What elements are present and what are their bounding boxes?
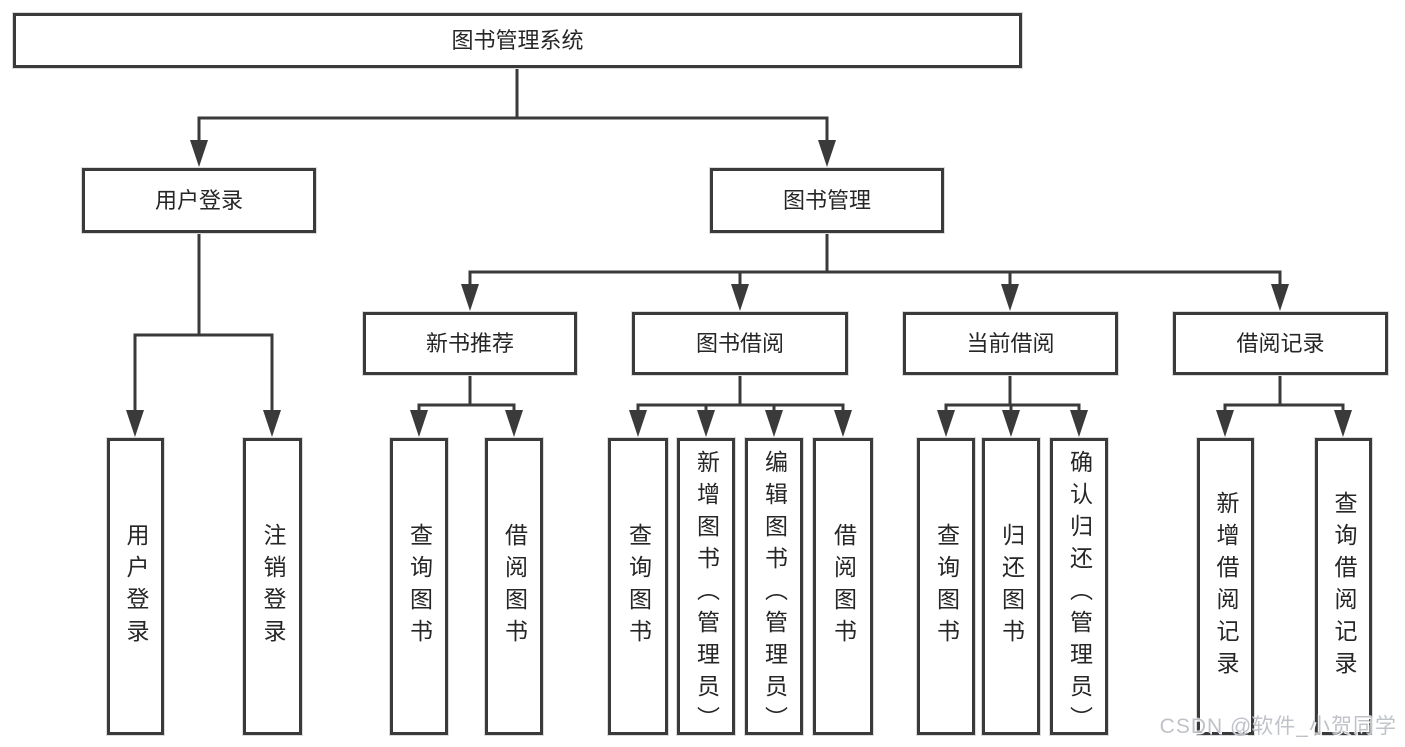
leaf-add-borrow-record: 新增借阅记录 bbox=[1196, 437, 1255, 736]
leaf-confirm-return-admin: 确认归还（管理员） bbox=[1049, 437, 1109, 738]
leaf-query-borrow-record: 查询借阅记录 bbox=[1314, 437, 1373, 736]
node-borrow-records: 借阅记录 bbox=[1172, 311, 1389, 376]
node-user-login: 用户登录 bbox=[81, 167, 317, 234]
leaf-borrow-book: 借阅图书 bbox=[812, 437, 874, 736]
node-current-borrow: 当前借阅 bbox=[902, 311, 1119, 376]
leaf-user-login: 用户登录 bbox=[106, 437, 165, 736]
leaf-edit-book-admin: 编辑图书（管理员） bbox=[744, 437, 804, 738]
leaf-query-book-recommend: 查询图书 bbox=[389, 437, 449, 736]
leaf-return-book: 归还图书 bbox=[981, 437, 1041, 736]
csdn-watermark: CSDN @软件_小贺同学 bbox=[1159, 715, 1397, 738]
leaf-logout: 注销登录 bbox=[242, 437, 303, 736]
leaf-query-book-borrow: 查询图书 bbox=[607, 437, 669, 736]
node-root: 图书管理系统 bbox=[12, 12, 1023, 69]
node-book-management: 图书管理 bbox=[709, 167, 945, 234]
leaf-borrow-book-recommend: 借阅图书 bbox=[484, 437, 544, 736]
node-book-borrow: 图书借阅 bbox=[631, 311, 849, 376]
node-new-book-recommend: 新书推荐 bbox=[362, 311, 578, 376]
leaf-query-book-current: 查询图书 bbox=[916, 437, 976, 736]
leaf-add-book-admin: 新增图书（管理员） bbox=[676, 437, 736, 738]
